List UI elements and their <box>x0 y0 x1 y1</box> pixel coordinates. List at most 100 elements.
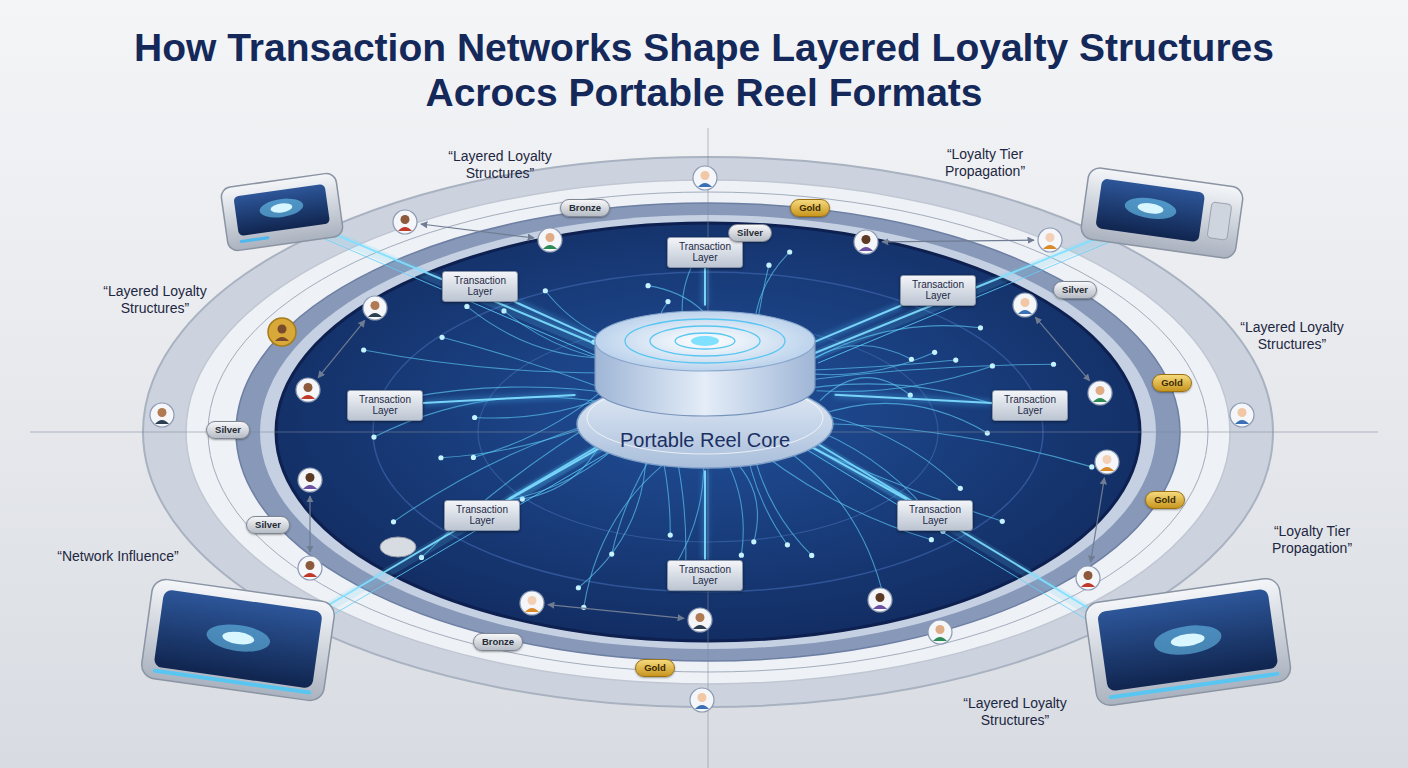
member-icon <box>688 608 712 632</box>
member-icon <box>1088 381 1112 405</box>
member-icon <box>150 403 174 427</box>
node-label: Bronze <box>482 636 514 647</box>
node-label: Gold <box>644 662 666 673</box>
network-curve <box>406 387 626 398</box>
member-icon <box>868 588 892 612</box>
icon-body <box>698 183 712 187</box>
icon-ring <box>868 588 892 612</box>
network-curve <box>816 366 992 392</box>
node-label: Silver <box>737 227 763 238</box>
icon-ring <box>1038 228 1062 252</box>
coin-face <box>275 337 289 341</box>
icon-head <box>528 596 537 605</box>
icon-ring <box>363 296 387 320</box>
beam <box>808 438 1098 614</box>
network-dot <box>391 519 396 524</box>
icon-head <box>1084 571 1093 580</box>
tier-badge: Bronze <box>560 199 610 216</box>
layer-box: Transaction Layer <box>667 237 743 268</box>
icon-head <box>696 613 705 622</box>
icon-ring <box>150 403 174 427</box>
icon-ring <box>1076 566 1100 590</box>
icon-ring <box>1095 450 1119 474</box>
icon-body <box>543 245 557 249</box>
member-icon <box>854 230 878 254</box>
link-line <box>509 443 608 499</box>
tier-badge: Silver <box>728 224 772 241</box>
layer-box: Transaction Layer <box>667 560 743 591</box>
network-curves <box>361 244 1094 610</box>
member-arrow <box>1091 478 1105 562</box>
tier-badge: Silver <box>246 516 290 533</box>
icon-head <box>401 215 410 224</box>
icon-body <box>1043 245 1057 249</box>
link-line <box>704 471 706 560</box>
icon-ring <box>298 468 322 492</box>
icon-body <box>155 420 169 424</box>
beam <box>324 448 616 620</box>
member-arrow <box>318 320 365 377</box>
icon-ring <box>928 620 952 644</box>
member-arrows <box>310 224 1104 618</box>
network-dot <box>787 249 792 254</box>
icon-ring <box>693 166 717 190</box>
beam <box>320 440 612 612</box>
beam <box>815 233 1110 353</box>
link-line <box>803 442 907 499</box>
icon-body <box>1100 467 1114 471</box>
blank-token <box>380 537 416 557</box>
link-line <box>835 395 992 403</box>
icon-ring <box>688 608 712 632</box>
beam <box>808 440 1098 616</box>
tier-badge: Gold <box>635 659 675 676</box>
network-dot <box>751 539 756 544</box>
network-dot <box>472 415 477 420</box>
tier-badge: Silver <box>206 421 250 438</box>
core-glow <box>691 336 719 346</box>
link-line <box>813 306 901 343</box>
icon-ring <box>690 688 714 712</box>
layer-box: Transaction Layer <box>992 390 1068 421</box>
quoted-label: “Layered Loyalty Structures” <box>1222 319 1362 353</box>
icon-ring <box>1088 381 1112 405</box>
network-dot <box>978 325 983 330</box>
layer-box: Transaction Layer <box>444 500 520 531</box>
quoted-label: “Network Influence” <box>33 548 203 565</box>
member-icon <box>1076 566 1100 590</box>
member-icon <box>296 378 320 402</box>
node-label: Silver <box>1062 284 1088 295</box>
network-dot <box>361 347 366 352</box>
icon-head <box>1046 233 1055 242</box>
network-dot <box>958 486 963 491</box>
member-icons <box>150 166 1254 712</box>
icon-head <box>698 693 707 702</box>
network-dot <box>609 551 614 556</box>
node-label: Silver <box>215 424 241 435</box>
member-icon <box>520 591 544 615</box>
icon-body <box>859 247 873 251</box>
icon-head <box>371 301 380 310</box>
network-dot <box>739 553 744 558</box>
member-arrow <box>548 605 684 619</box>
tablet-device <box>140 578 336 703</box>
icon-body <box>368 313 382 317</box>
network-dot <box>438 455 443 460</box>
member-icon <box>298 556 322 580</box>
beam <box>818 241 1112 363</box>
reel-device <box>1080 166 1245 259</box>
icon-body <box>525 608 539 612</box>
node-label: Silver <box>255 519 281 530</box>
network-dot <box>581 605 586 610</box>
network-dot <box>990 363 995 368</box>
network-dot <box>929 537 934 542</box>
member-icon <box>363 296 387 320</box>
tier-badge: Bronze <box>473 633 523 650</box>
node-label: Gold <box>799 202 821 213</box>
coin-face <box>278 325 287 334</box>
node-label: Bronze <box>569 202 601 213</box>
tier-badge: Gold <box>790 199 830 216</box>
network-dot <box>766 263 771 268</box>
member-arrow <box>1035 317 1089 381</box>
member-icon <box>693 166 717 190</box>
core-ring <box>650 326 760 356</box>
